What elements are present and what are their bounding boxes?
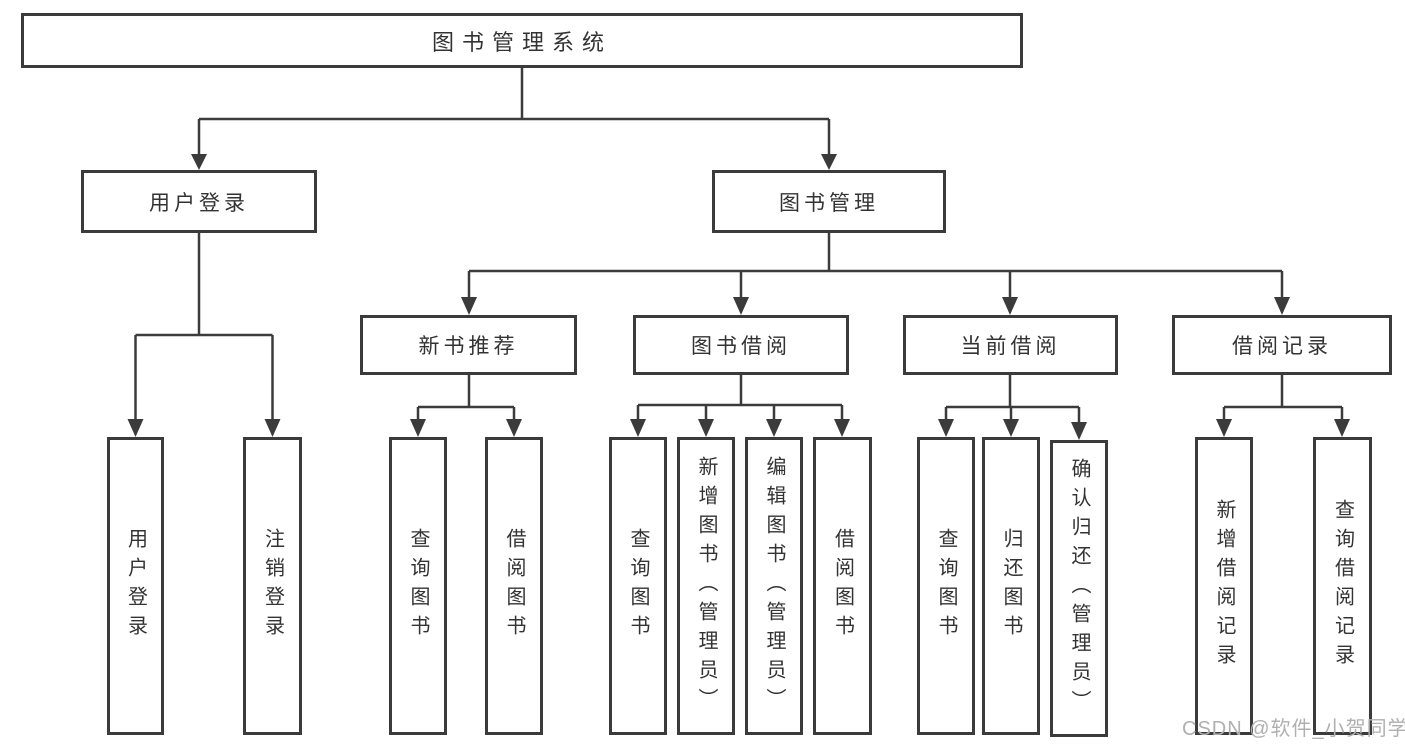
watermark: CSDN @软件_小贺同学	[1182, 718, 1405, 740]
leaf-current-return-books: 归还图书	[982, 437, 1040, 735]
leaf-logout-login: 注销登录	[243, 437, 302, 735]
node-current-borrow: 当前借阅	[903, 315, 1118, 375]
node-book-management: 图书管理	[712, 170, 946, 233]
leaf-records-query-borrow-record: 查询借阅记录	[1313, 437, 1372, 735]
node-user-login: 用户登录	[81, 170, 317, 233]
leaf-recommend-query-books: 查询图书	[389, 437, 447, 735]
leaf-recommend-borrow-books: 借阅图书	[485, 437, 543, 735]
leaf-borrow-add-books-admin: 新增图书（管理员）	[677, 437, 735, 735]
leaf-current-query-books: 查询图书	[917, 437, 975, 735]
node-library-management-system: 图书管理系统	[21, 13, 1023, 68]
node-borrow-records: 借阅记录	[1172, 315, 1392, 375]
leaf-borrow-borrow-books: 借阅图书	[813, 437, 872, 735]
leaf-current-confirm-return-admin: 确认归还（管理员）	[1050, 440, 1108, 737]
leaf-borrow-query-books: 查询图书	[609, 437, 667, 735]
node-book-borrow: 图书借阅	[633, 315, 849, 375]
leaf-records-add-borrow-record: 新增借阅记录	[1195, 437, 1253, 735]
node-new-book-recommend: 新书推荐	[360, 315, 577, 375]
leaf-user-login: 用户登录	[107, 437, 164, 735]
leaf-borrow-edit-books-admin: 编辑图书（管理员）	[745, 437, 803, 735]
